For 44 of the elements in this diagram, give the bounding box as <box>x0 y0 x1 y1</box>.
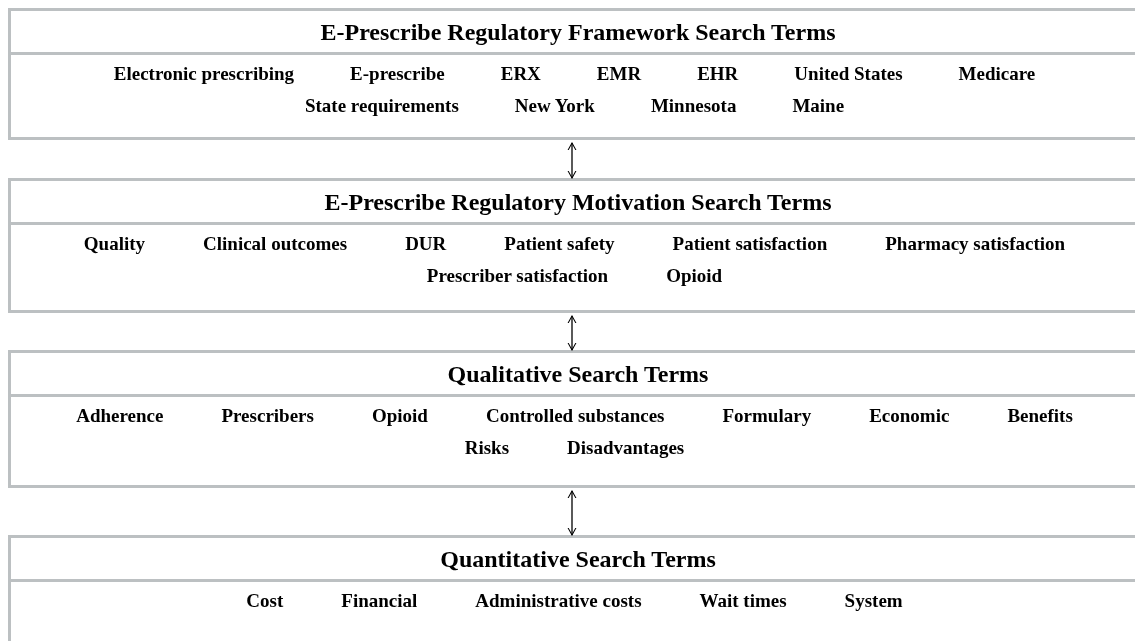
search-term: E-prescribe <box>350 62 445 86</box>
search-term: Patient satisfaction <box>672 232 828 256</box>
search-term: Quality <box>83 232 146 256</box>
search-term: System <box>844 589 903 613</box>
search-term: Clinical outcomes <box>203 232 348 256</box>
search-term: ERX <box>500 62 541 86</box>
search-term: Pharmacy satisfaction <box>885 232 1066 256</box>
panel-heading: Qualitative Search Terms <box>447 361 709 386</box>
double-arrow <box>567 315 577 351</box>
search-term: Opioid <box>666 264 723 288</box>
search-term: Electronic prescribing <box>113 62 295 86</box>
search-term: Prescriber satisfaction <box>426 264 609 288</box>
search-term: EMR <box>596 62 642 86</box>
search-term-panel <box>8 8 1135 140</box>
search-term: Prescribers <box>221 404 314 428</box>
search-term: Wait times <box>699 589 787 613</box>
search-term: Formulary <box>722 404 812 428</box>
search-term: EHR <box>697 62 739 86</box>
search-term: Cost <box>246 589 284 613</box>
search-term: Benefits <box>1007 404 1073 428</box>
panel-heading: E-Prescribe Regulatory Motivation Search Terms <box>324 189 832 214</box>
double-arrow <box>567 490 577 536</box>
search-term: Opioid <box>371 404 428 428</box>
search-term: State requirements <box>304 94 459 118</box>
search-term: Maine <box>792 94 845 118</box>
search-term: Risks <box>464 436 510 460</box>
search-term: Adherence <box>76 404 164 428</box>
search-term: Minnesota <box>650 94 737 118</box>
search-term: Controlled substances <box>485 404 665 428</box>
search-term: Administrative costs <box>475 589 642 613</box>
search-term: DUR <box>405 232 447 256</box>
search-term: Patient safety <box>504 232 615 256</box>
search-term: Disadvantages <box>567 436 685 460</box>
search-term-panel <box>8 350 1135 488</box>
search-term-panel <box>8 178 1135 313</box>
search-term: United States <box>794 62 903 86</box>
search-term: Medicare <box>958 62 1036 86</box>
panel-heading: Quantitative Search Terms <box>440 546 716 571</box>
search-term: Financial <box>341 589 418 613</box>
panel-heading: E-Prescribe Regulatory Framework Search Terms <box>320 19 836 44</box>
double-arrow <box>567 142 577 179</box>
search-term-panel <box>8 535 1135 641</box>
search-term: New York <box>514 94 595 118</box>
search-term: Economic <box>869 404 950 428</box>
